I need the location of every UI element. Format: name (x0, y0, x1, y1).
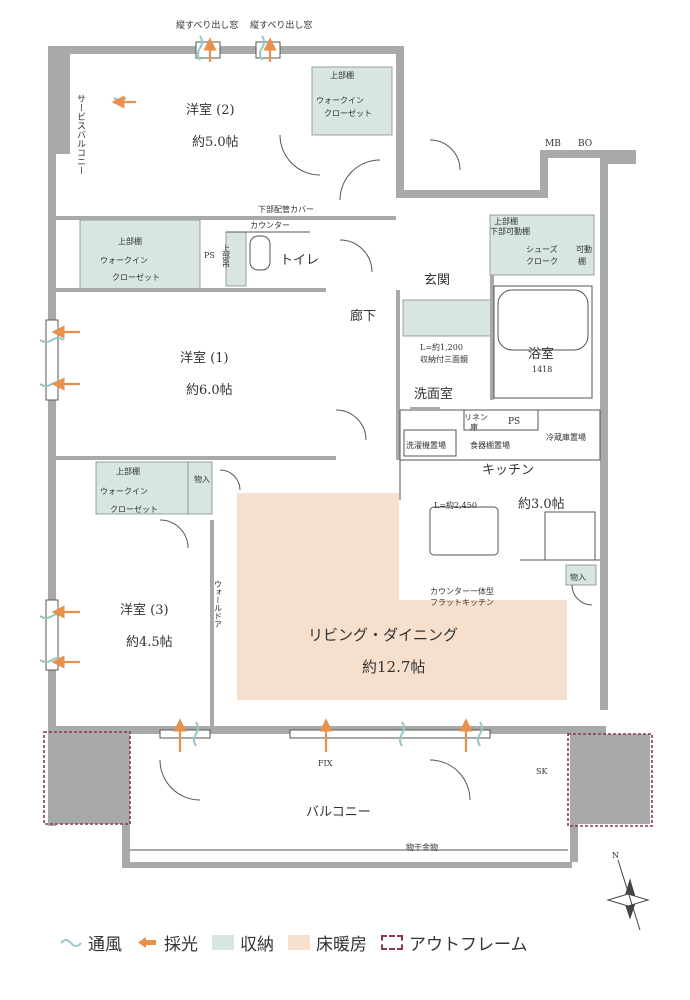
legend-label-wind: 通風 (88, 934, 122, 955)
bath-size: 1418 (532, 365, 552, 374)
room-western2-size: 約5.0帖 (192, 135, 239, 150)
window-label-2: 縦すべり出し窓 (250, 19, 312, 31)
entrance-label: 玄関 (424, 273, 450, 288)
bath-name: 浴室 (528, 346, 554, 362)
room-western2-name: 洋室 (2) (186, 102, 235, 118)
kitchen-size: 約3.0帖 (518, 497, 565, 512)
heating-swatch (288, 934, 310, 950)
room-western3-size: 約4.5帖 (126, 635, 173, 650)
upper-shelf-label-1: 上部棚 (118, 236, 142, 246)
upper-shelf-label: 上部棚 (330, 70, 354, 80)
mirror-size-label: L=約1,200 (420, 342, 463, 352)
linen-label-2: 庫 (470, 422, 478, 432)
legend-item-heating: 床暖房 (288, 930, 367, 955)
wic1-label-2: クローゼット (112, 272, 160, 282)
legend-label-storage: 収納 (240, 934, 274, 955)
dish-shelf-label: 食器棚置場 (470, 440, 510, 450)
washer-label: 洗濯機置場 (406, 440, 446, 450)
living-name: リビング・ダイニング (308, 626, 458, 644)
balcony-label: バルコニー (306, 805, 371, 820)
storage-label-2: 物入 (570, 572, 586, 582)
shoes-closet-label-2: クローク (526, 257, 558, 266)
ps-label: PS (204, 251, 215, 260)
storage-areas (79, 66, 597, 586)
wic3-label-2: クローゼット (110, 504, 158, 514)
storage-label-1: 物入 (194, 474, 210, 484)
counter-kitchen-label-2: フラットキッチン (430, 598, 494, 607)
walls (48, 46, 650, 868)
wic1-label-1: ウォークイン (100, 256, 148, 265)
outframe-outline (43, 731, 653, 827)
counter-kitchen-label-1: カウンター一体型 (430, 586, 494, 596)
compass-icon (606, 859, 650, 931)
bo-label: BO (578, 139, 592, 149)
hallway-label: 廊下 (350, 308, 376, 324)
legend-label-outframe: アウトフレーム (409, 934, 528, 955)
upper-shelf-label-3: 上部棚 (116, 466, 140, 476)
fix-label: FIX (318, 759, 333, 768)
washroom-label: 洗面室 (414, 386, 453, 402)
window-label-1: 縦すべり出し窓 (176, 19, 238, 31)
interior-lines (130, 231, 601, 851)
kitchen-name: キッチン (482, 463, 534, 478)
fridge-label: 冷蔵庫置場 (546, 432, 586, 442)
shoes-closet-label-1: シューズ (526, 244, 558, 254)
light-arrow-icon (138, 936, 156, 948)
wic-label-1: ウォークイン (316, 96, 364, 105)
counter-length-label: L=約2,450 (434, 500, 477, 510)
shoes-upper-label: 上部棚 (494, 216, 518, 226)
movable-shelf-label-2: 棚 (578, 256, 586, 266)
floor-heating-area (237, 493, 567, 700)
wall-door-label: ウォールドア (214, 580, 223, 628)
room-western1-size: 約6.0帖 (186, 383, 233, 398)
movable-shelf-label-1: 可動 (576, 245, 592, 254)
wic3-label-1: ウォークイン (100, 487, 148, 496)
clothes-hanger-label: 物干金物 (406, 842, 438, 852)
doors (159, 134, 593, 801)
toilet-label: トイレ (280, 253, 319, 268)
pipe-cover-label: 下部配管カバー (258, 204, 314, 214)
living-size: 約12.7帖 (362, 658, 425, 676)
sk-label: SK (536, 767, 548, 776)
wic-label-2: クローゼット (324, 108, 372, 118)
linen-label-1: リネン (464, 413, 488, 422)
shoes-lower-label: 下部可動棚 (490, 226, 530, 236)
legend-label-heating: 床暖房 (316, 934, 367, 955)
north-label: N (612, 851, 619, 860)
legend-item-outframe: アウトフレーム (381, 930, 528, 955)
mirror-desc-label: 収納付三面鏡 (420, 354, 468, 364)
room-western3-name: 洋室 (3) (120, 602, 169, 618)
legend-item-storage: 収納 (212, 930, 274, 955)
light-arrow-icon (51, 37, 473, 752)
wind-icon (60, 938, 82, 947)
room-western1-name: 洋室 (1) (180, 350, 229, 366)
service-balcony-label: サービスバルコニー (75, 94, 86, 175)
upper-cabinet-label: 上部吊 (222, 244, 231, 269)
counter-label: カウンター (250, 221, 290, 230)
legend-item-wind: 通風 (60, 930, 122, 955)
legend-label-light: 採光 (164, 934, 198, 955)
outframe-swatch (381, 934, 403, 950)
storage-swatch (212, 934, 234, 950)
legend: 通風 採光 収納 床暖房 アウトフレーム (60, 930, 542, 955)
legend-item-light: 採光 (136, 930, 198, 955)
ps-label-2: PS (508, 417, 520, 427)
mb-label: MB (545, 139, 561, 149)
